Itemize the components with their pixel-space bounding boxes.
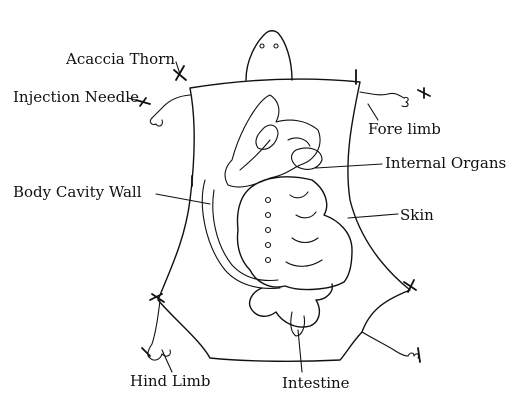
frog-head bbox=[245, 30, 293, 81]
pin-hind-left-cross bbox=[149, 293, 163, 301]
intestine-fold-4 bbox=[285, 259, 323, 267]
leader-skin bbox=[347, 213, 399, 219]
label-injection-needle: Injection Needle bbox=[13, 88, 139, 106]
leader-internal-organs bbox=[315, 163, 383, 169]
lower-intestine bbox=[248, 283, 333, 328]
fore-limb-right bbox=[359, 91, 405, 99]
label-body-cavity-wall: Body Cavity Wall bbox=[13, 183, 142, 201]
label-intestine: Intestine bbox=[282, 374, 350, 392]
leader-acacia-thorn bbox=[175, 61, 181, 75]
pin-fore-right-cross bbox=[417, 89, 431, 97]
fore-limb-left-hand bbox=[149, 117, 163, 127]
intestine-mass bbox=[236, 176, 353, 291]
skin-outline bbox=[157, 78, 411, 363]
label-skin: Skin bbox=[400, 206, 434, 224]
label-internal-organs: Internal Organs bbox=[385, 154, 507, 172]
intestine-fold-3 bbox=[291, 237, 319, 244]
hind-limb-left bbox=[147, 299, 161, 359]
hind-limb-right-foot bbox=[407, 352, 420, 359]
pin-hind-left-foot bbox=[141, 347, 151, 357]
hind-limb-left-foot bbox=[149, 349, 171, 361]
label-fore-limb: Fore limb bbox=[368, 120, 441, 138]
liver-detail-1 bbox=[239, 139, 271, 171]
gland-dot-5 bbox=[264, 256, 272, 264]
pin-hind-right-foot bbox=[417, 347, 421, 363]
leader-body-cavity-wall bbox=[155, 193, 211, 205]
body-cavity-wall-inner bbox=[212, 189, 279, 282]
gland-dot-4 bbox=[264, 241, 272, 249]
liver-lobes bbox=[224, 94, 321, 188]
heart-lobe bbox=[255, 124, 279, 150]
gland-dot-2 bbox=[264, 211, 272, 219]
gland-dot-1 bbox=[264, 196, 272, 204]
stomach-lobe bbox=[290, 147, 323, 170]
fore-limb-left bbox=[151, 94, 191, 119]
pin-hind-left bbox=[151, 293, 165, 303]
pin-hind-right-cross bbox=[407, 279, 415, 293]
rectum bbox=[290, 311, 306, 337]
leader-intestine bbox=[297, 329, 303, 373]
gland-dot-3 bbox=[264, 226, 272, 234]
hind-limb-right bbox=[361, 331, 409, 357]
pin-top-left bbox=[173, 69, 187, 81]
fore-limb-right-hand bbox=[401, 96, 409, 108]
frog-eye-left bbox=[259, 43, 265, 49]
leader-injection-needle bbox=[127, 97, 151, 105]
leader-fore-limb bbox=[367, 103, 379, 121]
label-acacia-thorn: Acaccia Thorn bbox=[66, 50, 176, 68]
leader-hind-limb bbox=[161, 349, 173, 373]
intestine-fold-1 bbox=[289, 191, 309, 199]
intestine-fold-2 bbox=[295, 211, 317, 219]
frog-eye-right bbox=[273, 43, 279, 49]
liver-detail-2 bbox=[287, 137, 311, 147]
label-hind-limb: Hind Limb bbox=[130, 372, 211, 390]
